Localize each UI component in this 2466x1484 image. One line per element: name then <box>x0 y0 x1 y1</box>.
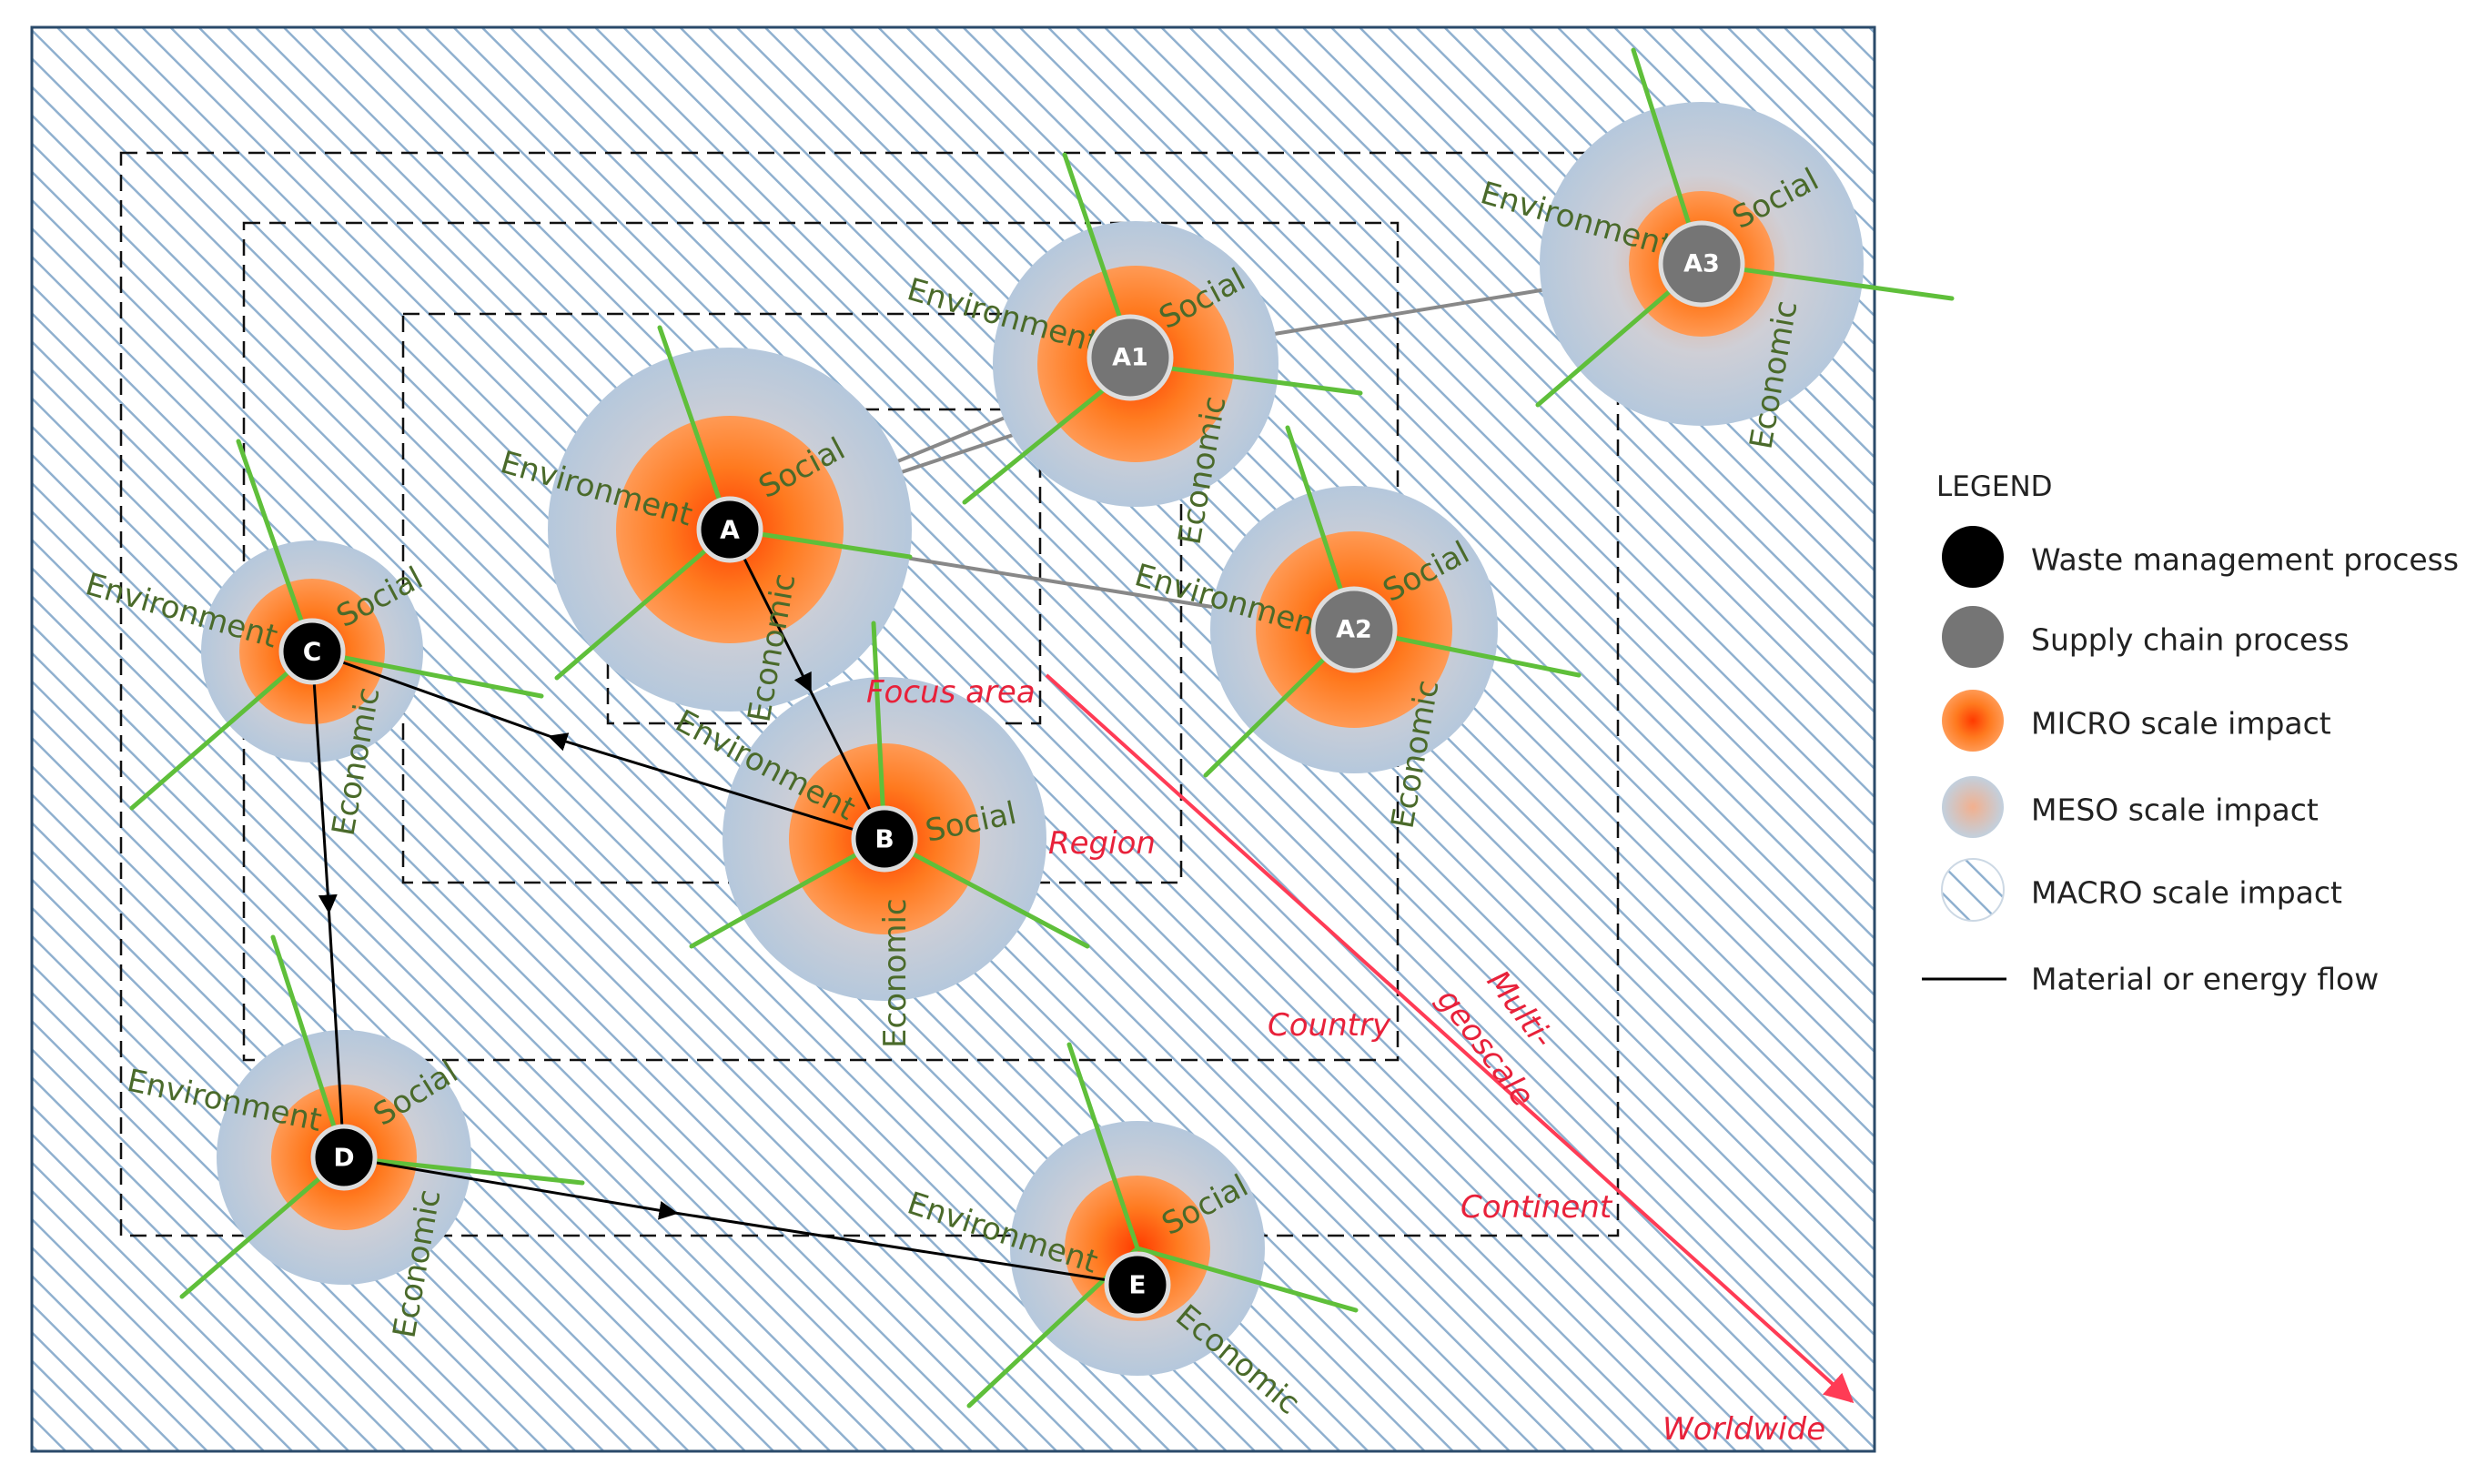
legend-waste-label: Waste management process <box>2031 542 2459 578</box>
legend-macro-label: MACRO scale impact <box>2031 875 2342 911</box>
process-nodes: A B C D E A1 A2 A3 <box>278 220 1745 1318</box>
node-a[interactable]: A <box>696 496 763 563</box>
node-e[interactable]: E <box>1104 1251 1171 1318</box>
legend-title: LEGEND <box>1936 470 2053 503</box>
impact-ray <box>236 439 315 654</box>
econ-label-b: Economic <box>877 898 914 1048</box>
flow-b-c <box>311 650 885 841</box>
impact-ray <box>1133 361 1363 396</box>
impact-ray <box>1135 1246 1359 1313</box>
impact-ray <box>1066 1042 1140 1251</box>
node-circle <box>1104 1251 1171 1318</box>
zone-country: Country <box>1268 1007 1391 1044</box>
impact-ray <box>270 934 347 1160</box>
node-circle <box>1086 314 1174 401</box>
node-d[interactable]: D <box>310 1124 378 1191</box>
zone-region: Region <box>1048 825 1156 862</box>
flow-c-d <box>310 651 346 1158</box>
node-circle <box>851 805 918 873</box>
zone-worldwide: Worldwide <box>1663 1411 1825 1448</box>
legend-macro-swatch <box>1941 858 2005 922</box>
node-e-label: E <box>1128 1270 1146 1300</box>
node-a1-label: A1 <box>1112 344 1148 372</box>
country-box <box>242 221 1400 1062</box>
impact-ray <box>341 1155 585 1186</box>
flow-a-b <box>728 529 886 840</box>
legend-supply-label: Supply chain process <box>2031 622 2350 658</box>
legend-supply-swatch <box>1942 606 2004 668</box>
node-circle <box>1658 220 1745 308</box>
zone-continent: Continent <box>1460 1189 1613 1226</box>
impact-ray <box>129 649 315 811</box>
impact-ray <box>657 325 733 532</box>
legend: LEGEND Waste management process Supply c… <box>1922 470 2459 997</box>
node-d-label: D <box>333 1143 354 1173</box>
node-a2-label: A2 <box>1336 616 1372 644</box>
continent-box <box>119 151 1620 1237</box>
node-circle <box>278 618 346 685</box>
legend-micro-label: MICRO scale impact <box>2031 706 2331 742</box>
legend-meso-label: MESO scale impact <box>2031 792 2319 828</box>
impact-ray <box>179 1155 347 1299</box>
node-circle <box>310 1124 378 1191</box>
multi-geoscale-arrow <box>1045 673 1855 1404</box>
impact-ray <box>882 836 1090 949</box>
legend-waste-swatch <box>1942 526 2004 588</box>
node-c[interactable]: C <box>278 618 346 685</box>
impact-ray <box>309 649 544 699</box>
legend-flow-label: Material or energy flow <box>2031 962 2379 997</box>
node-a-label: A <box>720 515 740 545</box>
impact-ray <box>871 621 887 842</box>
impact-ray <box>554 527 733 681</box>
node-c-label: C <box>303 637 322 667</box>
node-circle <box>696 496 763 563</box>
node-b-label: B <box>874 824 894 854</box>
material-flows <box>310 529 1138 1287</box>
node-circle <box>1310 586 1398 673</box>
node-a3[interactable]: A3 <box>1658 220 1745 308</box>
impact-ray <box>689 836 887 949</box>
legend-meso-swatch <box>1942 776 2004 838</box>
node-b[interactable]: B <box>851 805 918 873</box>
node-a1[interactable]: A1 <box>1086 314 1174 401</box>
flow-d-e <box>343 1156 1138 1287</box>
zone-focus-area: Focus area <box>866 674 1036 711</box>
node-a2[interactable]: A2 <box>1310 586 1398 673</box>
node-a3-label: A3 <box>1683 250 1720 278</box>
legend-micro-swatch <box>1942 690 2004 752</box>
impact-circles <box>201 102 1864 1376</box>
